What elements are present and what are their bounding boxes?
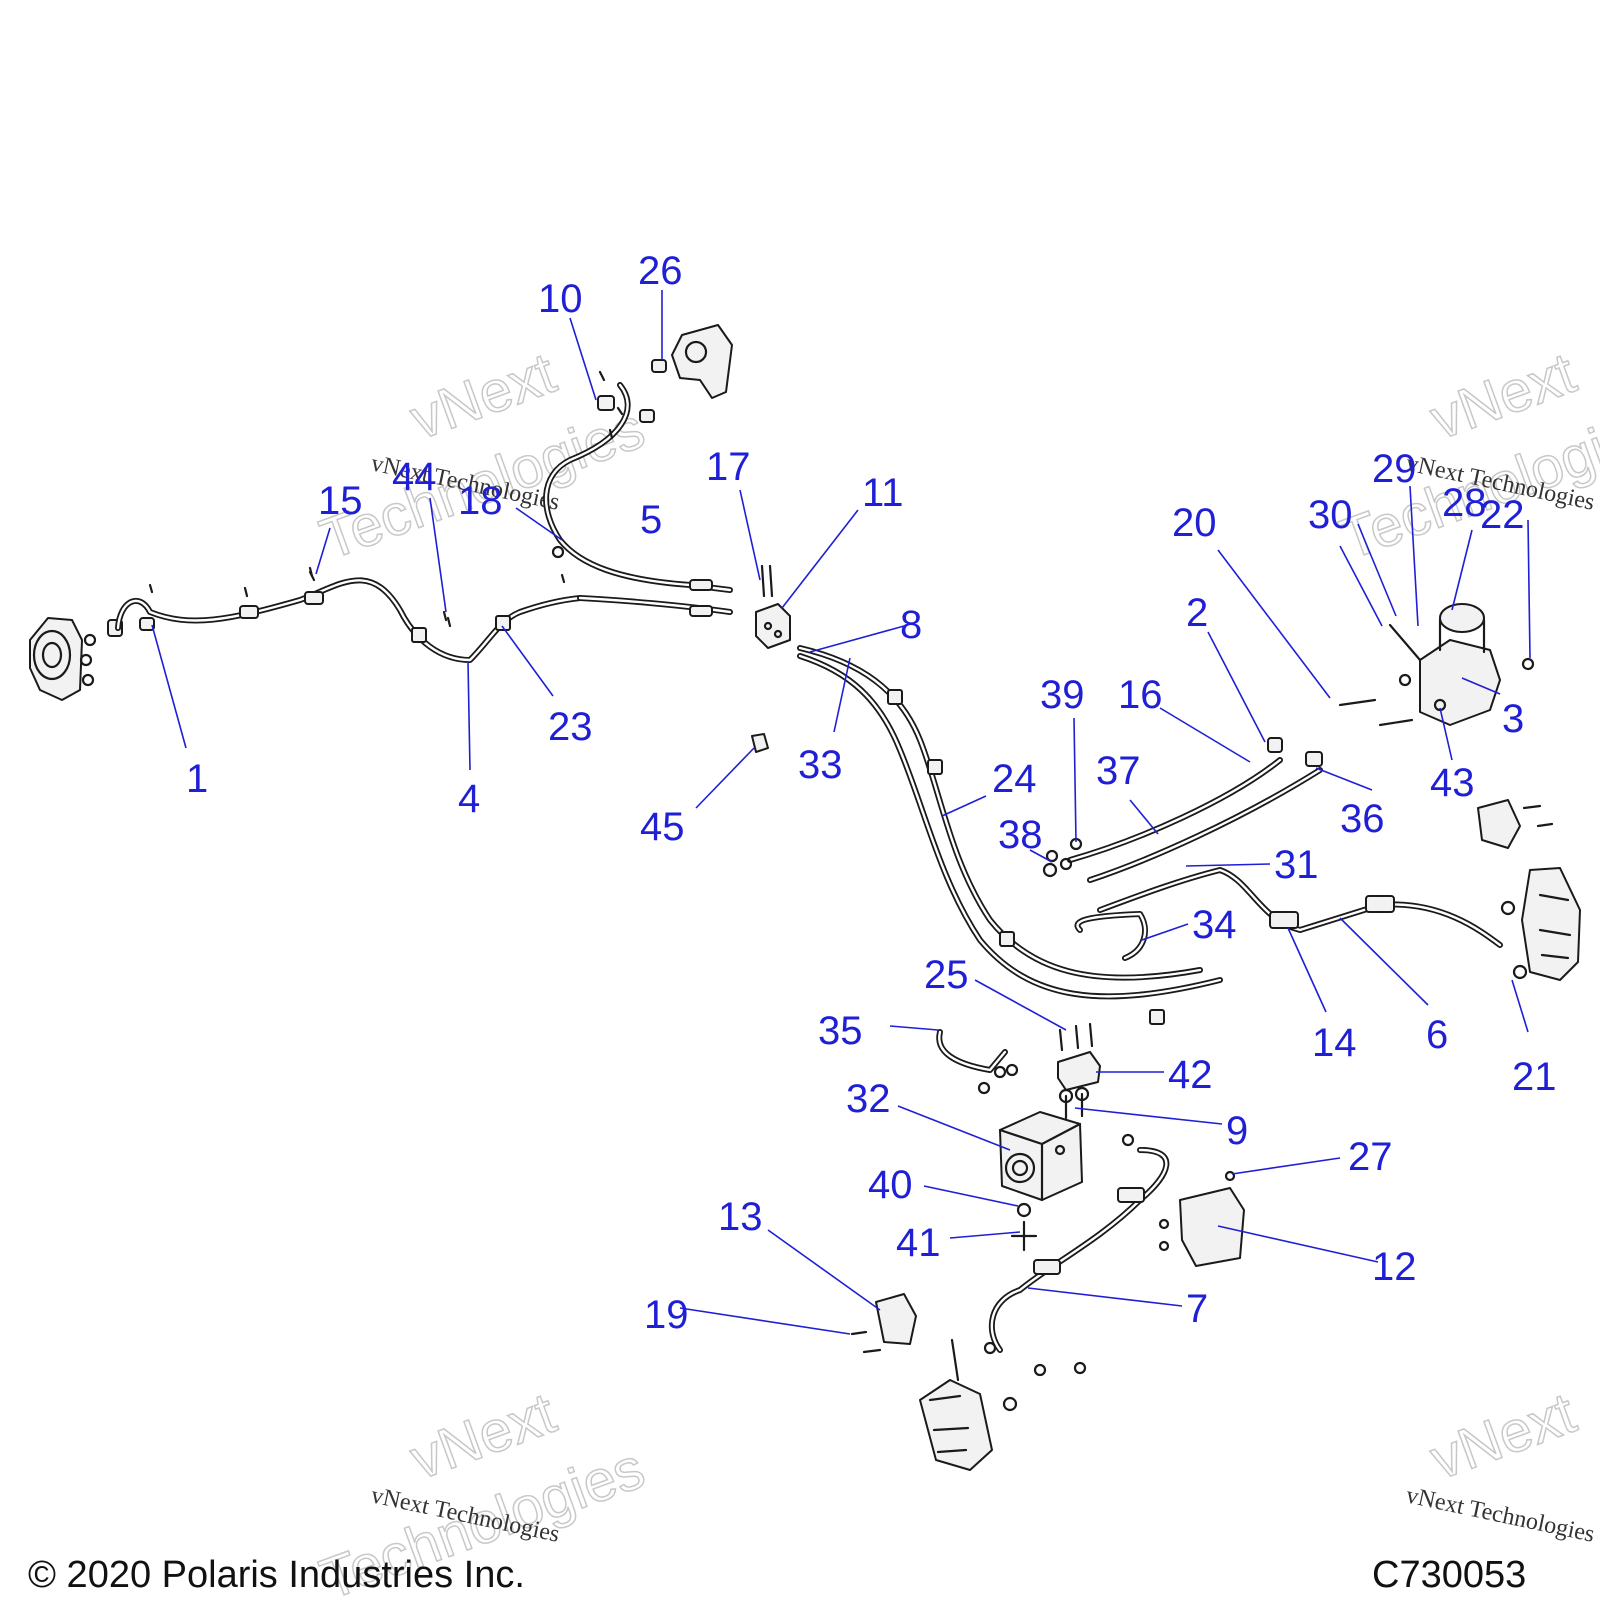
callout-20: 20: [1172, 501, 1217, 545]
callout-10: 10: [538, 277, 583, 321]
abs-module: [998, 1111, 1083, 1252]
rear-left-caliper: [919, 1338, 1047, 1471]
callout-38: 38: [998, 813, 1043, 857]
callout-34: 34: [1192, 903, 1237, 947]
callout-43: 43: [1430, 761, 1475, 805]
watermark-text-4: vNext Technologies: [1404, 1482, 1597, 1547]
callout-36: 36: [1340, 797, 1385, 841]
leader-lines: [151, 290, 1531, 1335]
upper-hose-assembly: [543, 382, 733, 617]
callout-28: 28: [1442, 481, 1487, 525]
callout-numbers: 1 2 3 4 5 6 7 8 9 10 11 12 13 14 15 16 1…: [186, 249, 1557, 1337]
callout-18: 18: [458, 479, 503, 523]
callout-14: 14: [1312, 1021, 1357, 1065]
callout-33: 33: [798, 743, 843, 787]
junction-block: [755, 564, 791, 649]
callout-6: 6: [1426, 1013, 1448, 1057]
callout-12: 12: [1372, 1245, 1417, 1289]
right-bracket: [1477, 799, 1554, 849]
callout-22: 22: [1480, 493, 1525, 537]
callout-1: 1: [186, 757, 208, 801]
callout-9: 9: [1226, 1109, 1248, 1153]
front-left-caliper: [29, 617, 155, 701]
right-brake-lines: [1042, 737, 1323, 883]
callout-19: 19: [644, 1293, 689, 1337]
rear-left-brake-line: [988, 1133, 1170, 1375]
callout-32: 32: [846, 1077, 891, 1121]
callout-7: 7: [1186, 1287, 1208, 1331]
left-brake-line: [115, 566, 583, 663]
callout-39: 39: [1040, 673, 1085, 717]
rear-right-brake-line: [1097, 867, 1503, 948]
left-bracket: [850, 1293, 917, 1354]
callout-35: 35: [818, 1009, 863, 1053]
callout-29: 29: [1372, 447, 1417, 491]
brake-line-art: [29, 324, 1581, 1471]
callout-42: 42: [1168, 1053, 1213, 1097]
upper-master-cylinder: [597, 324, 733, 440]
callout-40: 40: [868, 1163, 913, 1207]
center-brake-lines: [797, 645, 1223, 1025]
callout-21: 21: [1512, 1055, 1557, 1099]
abs-mount: [1057, 1022, 1101, 1120]
copyright-notice: © 2020 Polaris Industries Inc.: [28, 1554, 525, 1596]
callout-4: 4: [458, 777, 480, 821]
callout-26: 26: [638, 249, 683, 293]
watermark-big-7: vNext: [1422, 1380, 1584, 1492]
callout-16: 16: [1118, 673, 1163, 717]
callout-41: 41: [896, 1221, 941, 1265]
callout-11: 11: [862, 471, 904, 515]
right-master-cylinder: [1338, 603, 1535, 727]
callout-17: 17: [706, 445, 751, 489]
callout-3: 3: [1502, 697, 1524, 741]
callout-31: 31: [1274, 843, 1319, 887]
callout-37: 37: [1096, 749, 1141, 793]
callout-23: 23: [548, 705, 593, 749]
callout-25: 25: [924, 953, 969, 997]
callout-5: 5: [640, 498, 662, 542]
diagram-code: C730053: [1372, 1554, 1527, 1596]
rear-right-caliper: [1500, 867, 1581, 981]
callout-15: 15: [318, 479, 363, 523]
callout-8: 8: [900, 603, 922, 647]
callout-13: 13: [718, 1195, 763, 1239]
misc-fittings: [308, 545, 1083, 863]
callout-44: 44: [392, 455, 437, 499]
callout-45: 45: [640, 805, 685, 849]
callout-24: 24: [992, 757, 1037, 801]
callout-2: 2: [1186, 591, 1208, 635]
callout-27: 27: [1348, 1135, 1393, 1179]
short-lines: [936, 911, 1148, 1095]
rear-bracket: [1158, 1170, 1245, 1267]
callout-30: 30: [1308, 493, 1353, 537]
